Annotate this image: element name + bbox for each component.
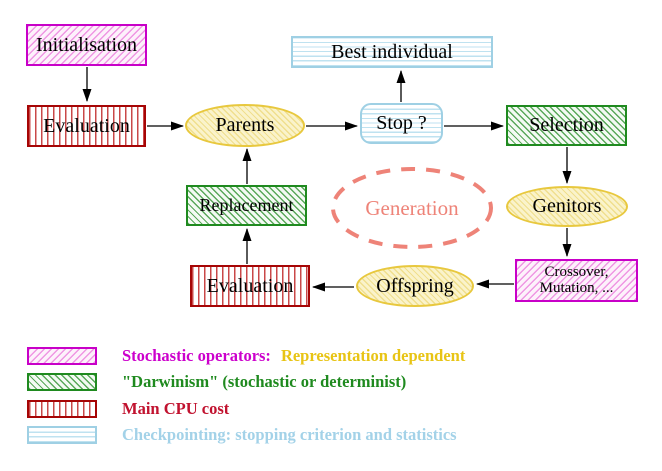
generation-dashed-ellipse <box>331 167 493 249</box>
legend-item-main-cpu-cost: Main CPU cost <box>27 399 229 418</box>
legend-label-checkpointing: Checkpointing: stopping criterion and st… <box>122 424 457 444</box>
legend-swatch-cyan-horizontal-stripes <box>27 425 97 444</box>
node-offspring: Offspring <box>356 265 474 307</box>
node-stop: Stop ? <box>360 103 443 144</box>
node-evaluation-top: Evaluation <box>27 105 146 147</box>
node-best-individual: Best individual <box>291 36 493 68</box>
crossover-label-line2: Mutation, ... <box>539 279 614 296</box>
legend-label-stochastic-operators: Stochastic operators: <box>122 345 271 365</box>
legend-swatch-red-vertical-stripes <box>27 399 97 418</box>
node-genitors: Genitors <box>506 186 628 227</box>
legend-item-checkpointing: Checkpointing: stopping criterion and st… <box>27 425 457 444</box>
legend-label-main-cpu-cost: Main CPU cost <box>122 398 230 418</box>
node-replacement: Replacement <box>186 185 307 226</box>
legend-item-stochastic-operators: Stochastic operators: Representation dep… <box>27 346 465 365</box>
node-initialisation: Initialisation <box>26 24 147 66</box>
legend-item-darwinism: "Darwinism" (stochastic or determinist) <box>27 372 406 391</box>
legend-swatch-green-diagonal-hatch <box>27 372 97 391</box>
legend-label-darwinism: "Darwinism" (stochastic or determinist) <box>122 371 407 391</box>
node-evaluation-bottom: Evaluation <box>190 265 310 307</box>
crossover-label-line1: Crossover, <box>544 263 609 280</box>
legend-label-representation-dependent: Representation dependent <box>280 345 466 365</box>
node-parents: Parents <box>185 104 305 147</box>
node-crossover-mutation: Crossover, Mutation, ... <box>515 259 638 302</box>
generation-label: Generation <box>365 195 459 220</box>
node-selection: Selection <box>506 105 627 146</box>
legend-swatch-magenta-diagonal-hatch <box>27 346 97 365</box>
